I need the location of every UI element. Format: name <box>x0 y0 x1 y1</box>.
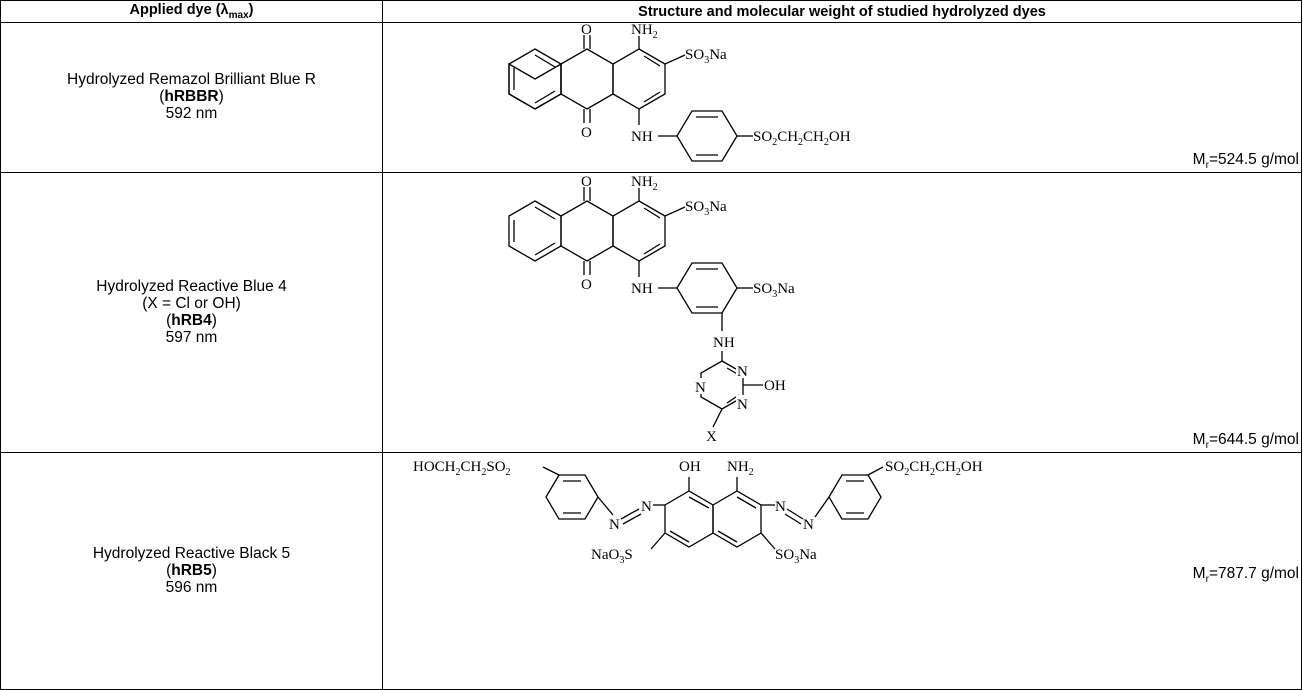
dye-wavelength: 592 nm <box>165 105 218 122</box>
label-sidechain: SO2CH2CH2OH <box>753 129 851 148</box>
dye-name-cell: Hydrolyzed Reactive Black 5 (hRB5) 596 n… <box>0 452 383 690</box>
label-n3: N <box>737 397 748 413</box>
label-x: X <box>706 429 717 445</box>
label-nh2: NH2 <box>631 174 658 193</box>
structure-hrb5: HOCH2CH2SO2 N N <box>413 459 983 566</box>
label-right-chain: SO2CH2CH2OH <box>885 459 983 478</box>
label-so3na-2: SO3Na <box>753 281 795 300</box>
label-azo-n4: N <box>803 517 814 533</box>
label-so3na: SO3Na <box>685 47 727 66</box>
label-o-bottom: O <box>581 125 592 141</box>
structure-hrbbr: O O NH2 SO3Na NH <box>508 23 851 162</box>
dye-name-cell: Hydrolyzed Reactive Blue 4 (X = Cl or OH… <box>0 172 383 453</box>
dye-name-cell: Hydrolyzed Remazol Brilliant Blue R (hRB… <box>0 22 383 173</box>
table-row: Hydrolyzed Reactive Black 5 (hRB5) 596 n… <box>0 452 1302 690</box>
header-row: Applied dye (λmax) Structure and molecul… <box>0 0 1302 23</box>
label-left-sulfo: NaO3S <box>591 547 633 566</box>
label-right-sulfo: SO3Na <box>775 547 817 566</box>
label-nh-link: NH <box>713 335 735 351</box>
structure-cell: HOCH2CH2SO2 N N <box>382 452 1302 690</box>
dye-abbreviation: hRB4 <box>171 311 212 329</box>
label-nh: NH <box>631 281 653 297</box>
molecular-weight: Mr=644.5 g/mol <box>1192 430 1299 451</box>
header-applied-dye: Applied dye (λmax) <box>0 0 383 23</box>
label-azo-n2: N <box>641 499 652 515</box>
structure-cell: O O NH2 SO3Na NH SO3Na NH <box>382 172 1302 453</box>
dye-abbreviation: hRB5 <box>171 561 212 579</box>
dye-wavelength: 597 nm <box>165 328 218 346</box>
molecular-weight: Mr=787.7 g/mol <box>1192 565 1299 586</box>
dye-abbreviation: hRBBR <box>164 88 219 105</box>
dye-wavelength: 596 nm <box>165 578 218 596</box>
label-nh2: NH2 <box>631 23 658 41</box>
label-nh: NH <box>631 129 653 145</box>
label-so3na: SO3Na <box>685 199 727 218</box>
label-oh: OH <box>679 459 701 475</box>
label-n1: N <box>737 364 748 380</box>
label-azo-n1: N <box>609 517 620 533</box>
table-row: Hydrolyzed Remazol Brilliant Blue R (hRB… <box>0 22 1302 173</box>
table-row: Hydrolyzed Reactive Blue 4 (X = Cl or OH… <box>0 172 1302 453</box>
label-o-top: O <box>581 23 592 38</box>
label-o-bottom: O <box>581 277 592 293</box>
label-n2: N <box>695 380 706 396</box>
label-nh2: NH2 <box>727 459 754 478</box>
structure-cell: O O NH2 SO3Na NH <box>382 22 1302 173</box>
header-structure: Structure and molecular weight of studie… <box>382 0 1302 23</box>
label-o-top: O <box>581 174 592 190</box>
label-oh: OH <box>764 378 786 394</box>
label-left-chain: HOCH2CH2SO2 <box>413 459 511 478</box>
structure-hrb4: O O NH2 SO3Na NH SO3Na NH <box>508 174 795 445</box>
molecular-weight: Mr=524.5 g/mol <box>1192 150 1299 171</box>
label-azo-n3: N <box>775 499 786 515</box>
